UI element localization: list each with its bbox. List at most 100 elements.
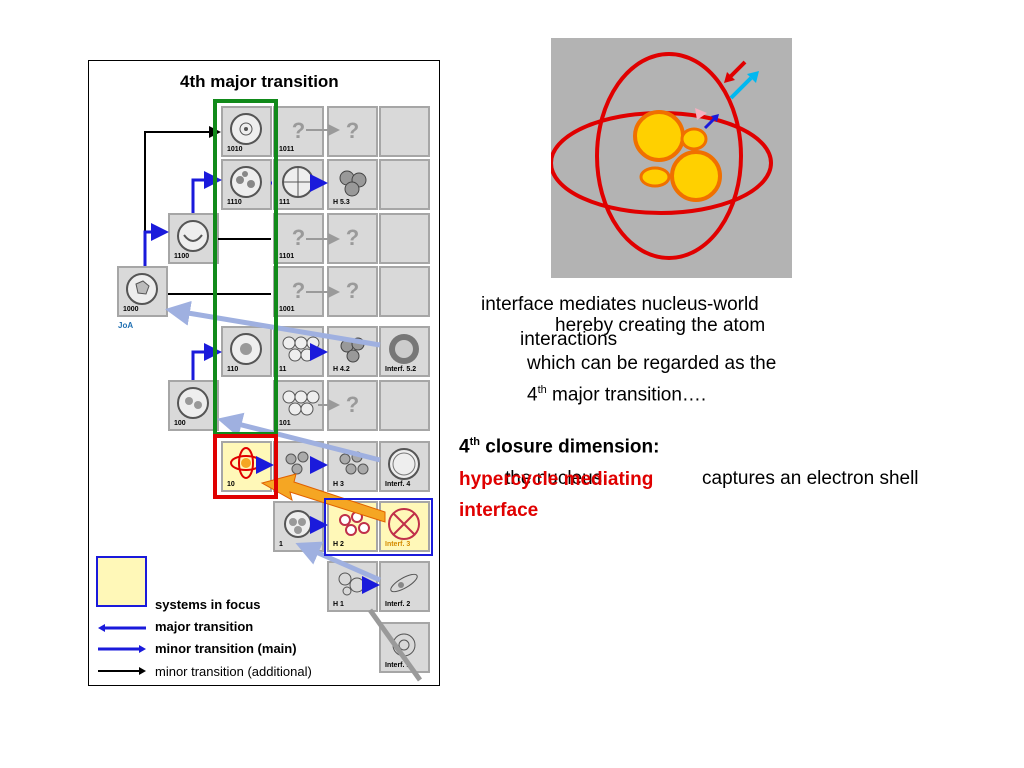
cell-empty: [379, 106, 430, 157]
cell-label: 1110: [227, 199, 242, 206]
unknown-mark: ?: [345, 225, 360, 250]
cell-100: 100: [168, 380, 219, 431]
text-the-nucleus: the nucleus: [505, 468, 603, 489]
cell-label: 110: [227, 366, 239, 373]
cell-label: 1101: [279, 253, 295, 260]
cell-drawing: [339, 170, 367, 197]
cell-drawing: [390, 573, 418, 593]
unknown-mark: ?: [291, 118, 306, 143]
cell-label: Interf. 3: [385, 541, 411, 548]
cell-empty: ?: [327, 380, 378, 431]
cell-label: Interf. 1: [385, 662, 411, 669]
cell-111: 111: [273, 159, 324, 210]
cell-H3: H 3: [327, 441, 378, 492]
cell-label: Interf. 5.2: [385, 366, 417, 373]
cell-110: 110: [221, 326, 272, 377]
closure-dimension-heading: 4th closure dimension:: [459, 436, 659, 458]
rest: closure dimension:: [479, 436, 660, 458]
cell-empty: ?: [327, 213, 378, 264]
cell-drawing: [126, 273, 158, 305]
cell-drawing: [177, 387, 209, 419]
cell-label: 10: [227, 481, 235, 488]
cell-drawing: [282, 390, 320, 416]
cell-label: 1010: [227, 146, 243, 153]
cell-label: 1: [279, 541, 283, 548]
cell-1101: ? 1101: [273, 213, 324, 264]
legend-minor-main-label: minor transition (main): [155, 641, 297, 656]
num: 4: [527, 384, 538, 406]
cell-H2: H 2: [327, 501, 378, 552]
cell-H1: H 1: [327, 561, 378, 612]
rest: major transition….: [546, 384, 707, 406]
cell-label: H 4.2: [333, 366, 350, 373]
cell-label: Interf. 2: [385, 601, 411, 608]
cell-1110: 1110: [221, 159, 272, 210]
cell-drawing: [388, 448, 420, 480]
cell-label: 111: [279, 199, 290, 206]
cell-empty: [379, 213, 430, 264]
unknown-mark: ?: [345, 392, 360, 417]
cell-label: H 3: [333, 481, 344, 488]
cell-empty: ?: [327, 266, 378, 317]
superscript: th: [469, 436, 480, 448]
superscript: th: [537, 384, 547, 396]
cell-1000: 1000: [117, 266, 168, 317]
cell-101: 101: [273, 380, 324, 431]
atom-drawing: [549, 52, 773, 260]
cell-interf-1: Interf. 1: [379, 622, 430, 673]
text-regarded: which can be regarded as the: [527, 353, 777, 374]
cell-drawing: [389, 334, 419, 364]
cell-empty: [379, 266, 430, 317]
cell-1: 1: [273, 501, 324, 552]
panel-title: 4th major transition: [180, 72, 339, 91]
legend-arrows: [98, 624, 146, 675]
cell-drawing: [285, 451, 309, 475]
cell-H4-2: H 4.2: [327, 326, 378, 377]
cell-1001: ? 1001: [273, 266, 324, 317]
num: 4: [459, 436, 470, 458]
cell-label: 1000: [123, 306, 139, 313]
cell-label: 101: [279, 420, 291, 427]
cell-interf-3: Interf. 3: [379, 501, 430, 552]
cell-1010: 1010: [221, 106, 272, 157]
text-creating-atom: hereby creating the atom: [555, 315, 766, 336]
cell-label: 100: [174, 420, 186, 427]
cell-label: 1001: [279, 306, 295, 313]
cell-1100: 1100: [168, 213, 219, 264]
text-hypercycle: hypercycle mediating: [459, 469, 654, 490]
atom-illustration: [549, 38, 792, 278]
cell-empty: ?: [327, 106, 378, 157]
cell-11: 11: [273, 326, 324, 377]
cell-label: 11: [279, 366, 287, 373]
unknown-mark: ?: [345, 278, 360, 303]
unknown-mark: ?: [345, 118, 360, 143]
legend-focus-label: systems in focus: [155, 597, 261, 612]
cell-interf-5-2: Interf. 5.2: [379, 326, 430, 377]
cell-interf-4: Interf. 4: [379, 441, 430, 492]
text-fourth-major: 4th major transition….: [527, 384, 706, 406]
cell-empty: [379, 380, 430, 431]
cell-label: H 2: [333, 541, 344, 548]
text-interactions: interactions: [520, 329, 618, 350]
text-captures-shell: captures an electron shell: [702, 468, 919, 489]
cell-label: 1100: [174, 253, 190, 260]
cell-interf-2: Interf. 2: [379, 561, 430, 612]
cell-10: 10: [221, 441, 272, 492]
joa-label: JoA: [118, 321, 134, 330]
cell-label: 1011: [279, 146, 295, 153]
cell-drawing: [282, 166, 314, 198]
cell-empty: [379, 159, 430, 210]
legend-focus-swatch: [96, 556, 147, 607]
text-interface-mediates: interface mediates nucleus-world: [481, 294, 759, 315]
cell-H5-3: H 5.3: [327, 159, 378, 210]
legend-minor-add-label: minor transition (additional): [155, 664, 312, 679]
unknown-mark: ?: [291, 278, 306, 303]
unknown-mark: ?: [291, 225, 306, 250]
cell-empty: [273, 441, 324, 492]
text-interface: interface: [459, 500, 539, 521]
cell-label: H 1: [333, 601, 344, 608]
cell-label: H 5.3: [333, 199, 350, 206]
legend-major-label: major transition: [155, 619, 254, 634]
cell-1011: ? 1011: [273, 106, 324, 157]
cell-label: Interf. 4: [385, 481, 411, 488]
